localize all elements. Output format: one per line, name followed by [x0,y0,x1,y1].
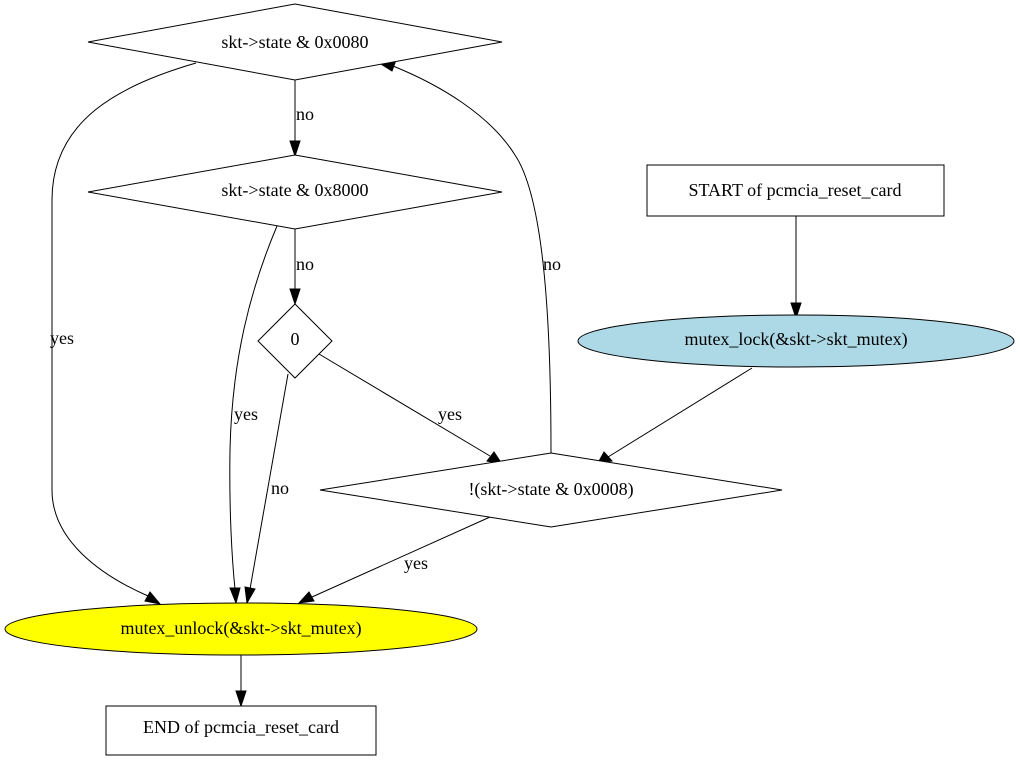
node-mutex-unlock: mutex_unlock(&skt->skt_mutex) [4,602,478,656]
node-label: skt->state & 0x8000 [221,180,368,200]
node-label: END of pcmcia_reset_card [143,717,339,737]
ellipse-shape [4,602,478,656]
box-shape [105,705,377,756]
ellipse-shape [577,314,1015,368]
edge-label-no: no [296,104,314,124]
edge-cond-8000-to-mutex-unlock: yes [229,225,278,605]
edge-mutex-lock-to-cond-0008 [597,367,753,464]
edge-start-to-mutex-lock [790,216,802,320]
edge-label-yes: yes [404,553,428,573]
edge-label-no: no [271,478,289,498]
edge-cond-8000-to-cond-zero: no [289,229,314,306]
edge-cond-0008-to-cond-0080: no [379,59,561,454]
edge-cond-zero-to-mutex-unlock: no [244,373,289,605]
diamond-shape [319,452,783,528]
edge-label-yes: yes [438,404,462,424]
diamond-shape [87,3,503,81]
edge-cond-0080-to-mutex-unlock: yes [50,62,197,605]
diamond-shape [87,154,503,230]
node-label: START of pcmcia_reset_card [688,180,901,200]
edge-label-no: no [296,254,314,274]
node-start: START of pcmcia_reset_card [646,164,945,217]
node-end: END of pcmcia_reset_card [105,705,377,756]
edge-cond-0080-to-cond-8000: no [289,80,314,158]
node-cond-8000: skt->state & 0x8000 [87,154,503,230]
diamond-shape [257,303,333,379]
node-label: skt->state & 0x0080 [221,32,368,52]
node-cond-0080: skt->state & 0x0080 [87,3,503,81]
node-cond-zero: 0 [257,303,333,379]
edge-label-yes: yes [50,328,74,348]
edge-label-yes: yes [234,404,258,424]
edge-cond-zero-to-cond-0008: yes [318,353,504,465]
node-cond-0008: !(skt->state & 0x0008) [319,452,783,528]
node-mutex-lock: mutex_lock(&skt->skt_mutex) [577,314,1015,368]
edge-label-no: no [543,254,561,274]
node-label: !(skt->state & 0x0008) [468,479,633,500]
node-label: mutex_unlock(&skt->skt_mutex) [120,618,361,639]
box-shape [646,164,945,217]
node-label: 0 [291,329,300,349]
edge-mutex-unlock-to-end [235,655,247,708]
edge-cond-0008-to-mutex-unlock: yes [297,516,491,604]
node-label: mutex_lock(&skt->skt_mutex) [684,329,907,350]
